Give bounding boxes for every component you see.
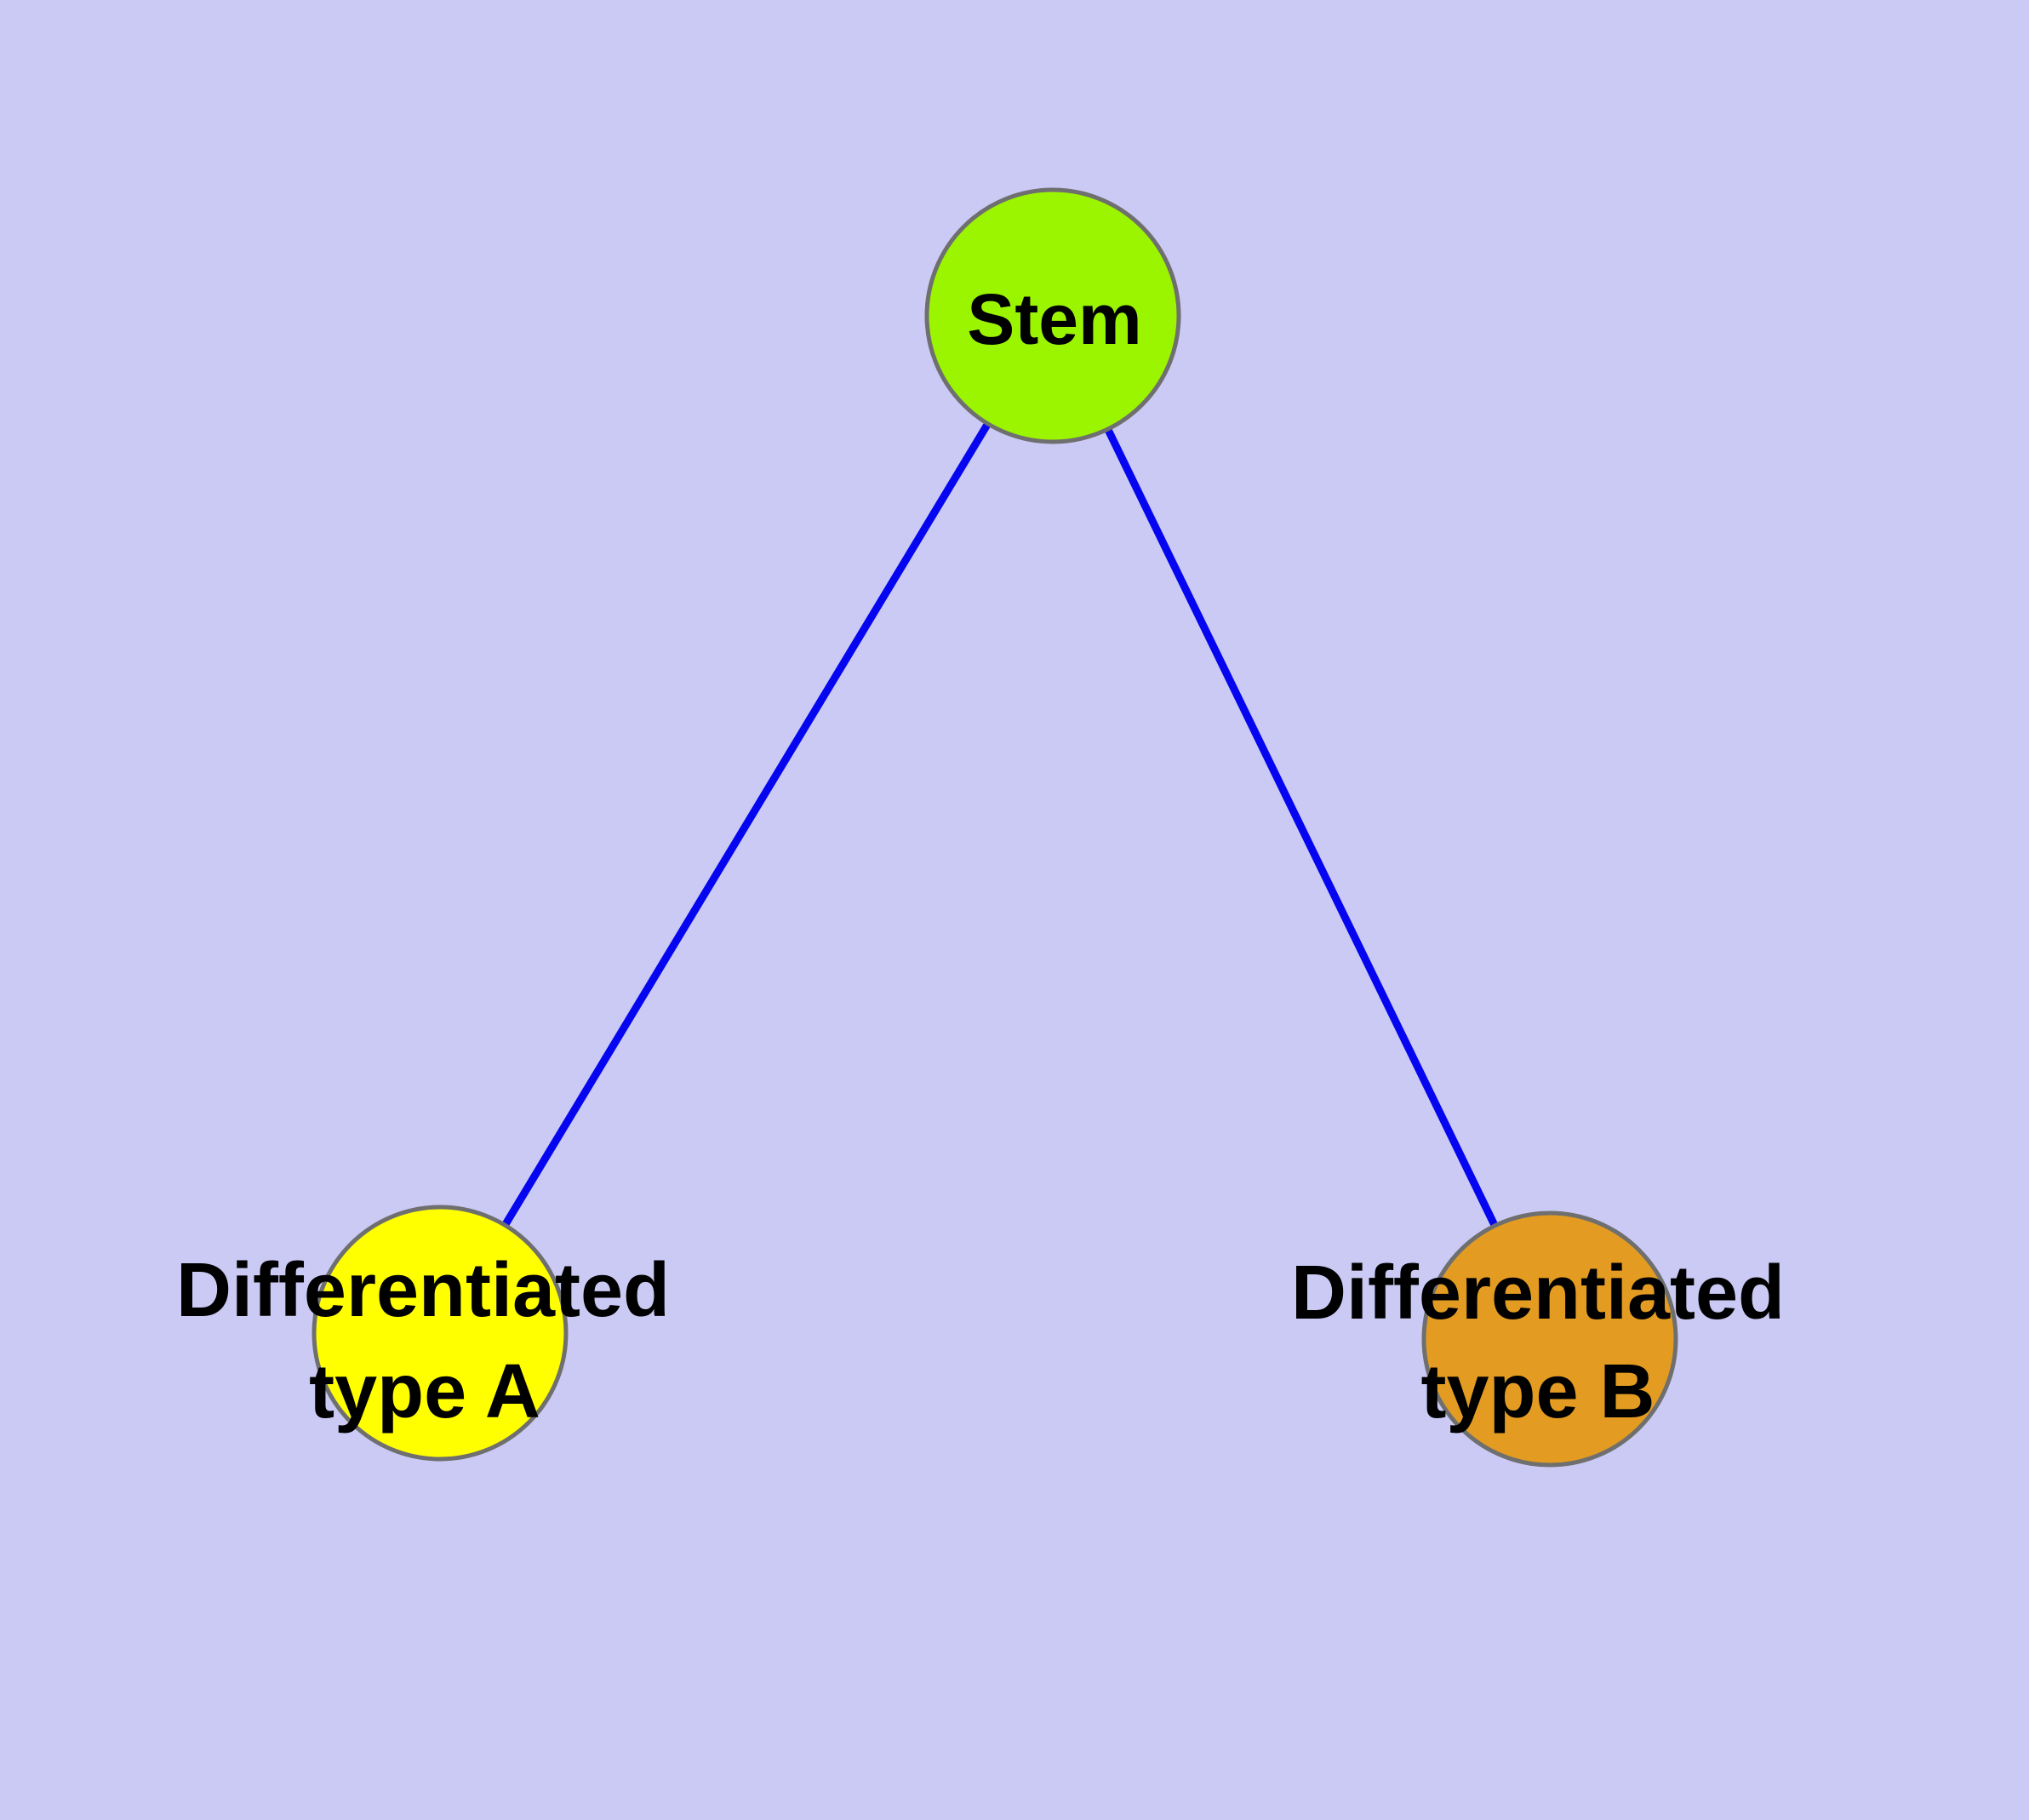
node-label-type-b-line1: Differentiated <box>1291 1251 1785 1336</box>
node-layer <box>311 187 1678 1468</box>
node-label-type-a-line2: type A <box>309 1349 540 1434</box>
node-stem <box>924 187 1181 444</box>
node-differentiated-type-b <box>1421 1210 1678 1468</box>
node-label-stem: Stem <box>967 279 1141 359</box>
edge-stem-to-type-a <box>437 313 1056 1336</box>
node-label-type-b-line2: type B <box>1420 1349 1655 1434</box>
label-layer: Stem Differentiated type A Differentiate… <box>176 279 1785 1434</box>
edge-layer <box>437 313 1554 1341</box>
node-label-type-a-line1: Differentiated <box>176 1248 670 1333</box>
node-differentiated-type-a <box>311 1205 569 1462</box>
edge-stem-to-type-b <box>1049 314 1554 1341</box>
